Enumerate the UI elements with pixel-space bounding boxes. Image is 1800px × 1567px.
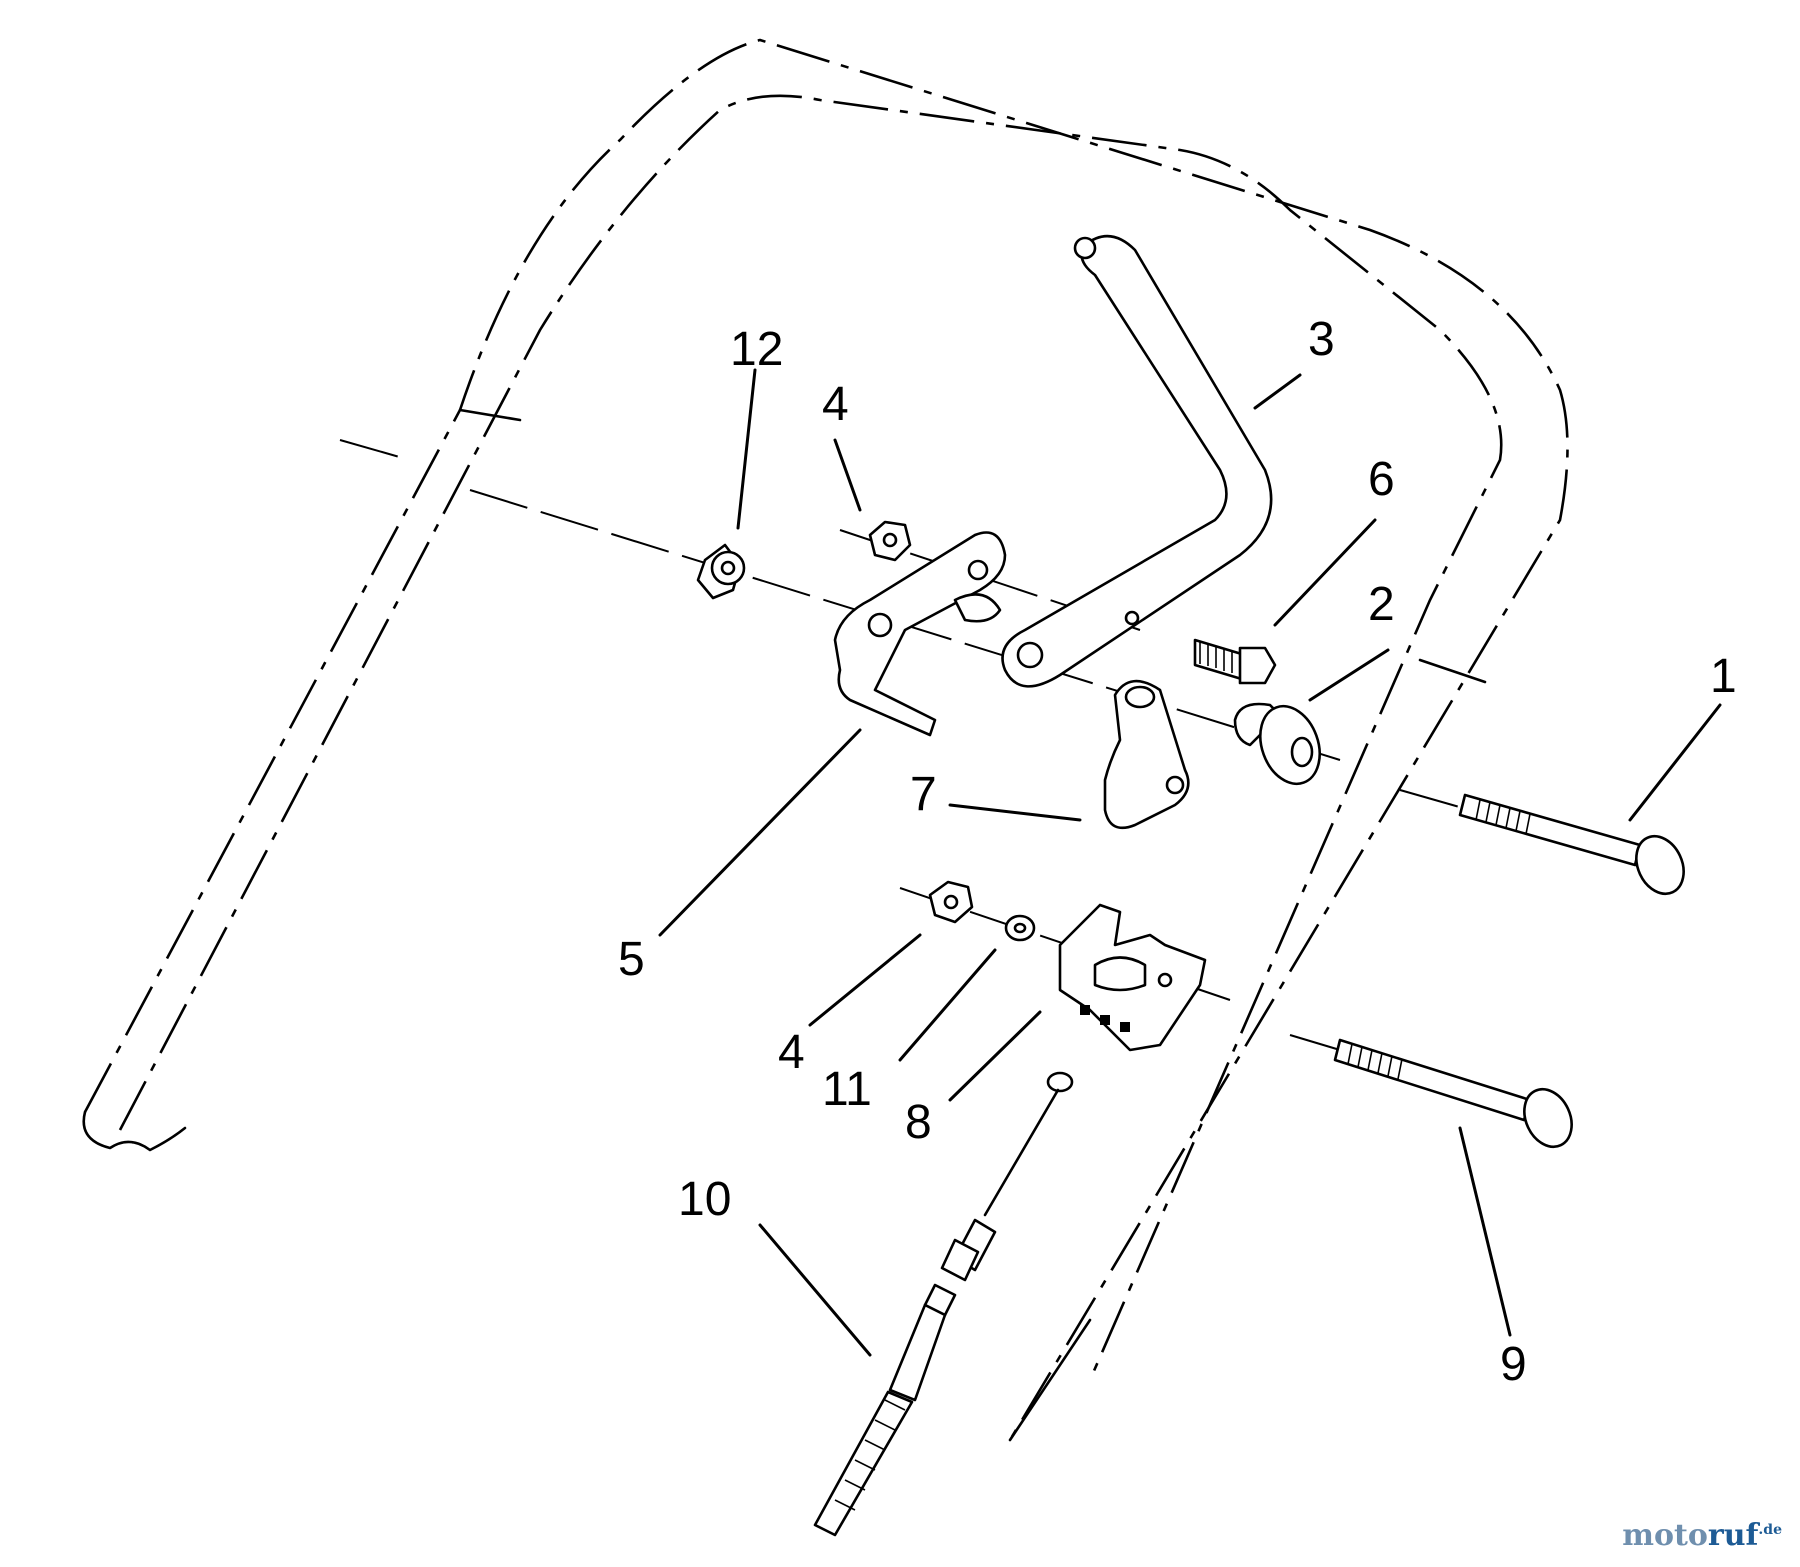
label-12: 12	[730, 323, 783, 376]
label-7: 7	[910, 768, 937, 821]
leader-lines	[658, 368, 1722, 1357]
bolt-axis-9	[1289, 1034, 1341, 1051]
label-1: 1	[1710, 650, 1737, 703]
carriage-bolt-lower	[1333, 1038, 1573, 1149]
label-9: 9	[1500, 1338, 1527, 1391]
carriage-bolt-upper	[1458, 793, 1685, 896]
watermark-part1: moto	[1622, 1518, 1708, 1553]
label-3: 3	[1308, 313, 1335, 366]
control-cable	[813, 1071, 1074, 1537]
label-5: 5	[618, 933, 645, 986]
label-2: 2	[1368, 578, 1395, 631]
hex-nut-upper	[868, 520, 912, 562]
lever-handle	[1001, 234, 1273, 688]
handle-outline	[82, 38, 1569, 1442]
flange-nut	[696, 543, 746, 600]
watermark-suffix: .de	[1758, 1522, 1782, 1538]
clamp-block	[1058, 903, 1207, 1052]
knob	[1233, 702, 1321, 786]
upper-axis	[339, 439, 1341, 761]
hex-nut-lower	[928, 880, 974, 924]
label-11: 11	[822, 1063, 872, 1116]
hex-bolt	[1193, 638, 1277, 685]
label-10: 10	[678, 1173, 731, 1226]
bracket	[833, 531, 1007, 737]
watermark-part2: ruf	[1707, 1518, 1759, 1553]
bolt-axis-1	[1399, 789, 1471, 811]
label-4-upper: 4	[822, 378, 849, 431]
lock-washer	[1004, 914, 1036, 942]
label-4-lower: 4	[778, 1026, 805, 1079]
label-8: 8	[905, 1096, 932, 1149]
watermark-logo: motoruf.de	[1622, 1518, 1782, 1553]
callouts: 1 2 3 4 5 6 7 8 9 10 12 4 11	[618, 313, 1737, 1391]
label-6: 6	[1368, 453, 1395, 506]
cam-lever	[1103, 679, 1190, 830]
